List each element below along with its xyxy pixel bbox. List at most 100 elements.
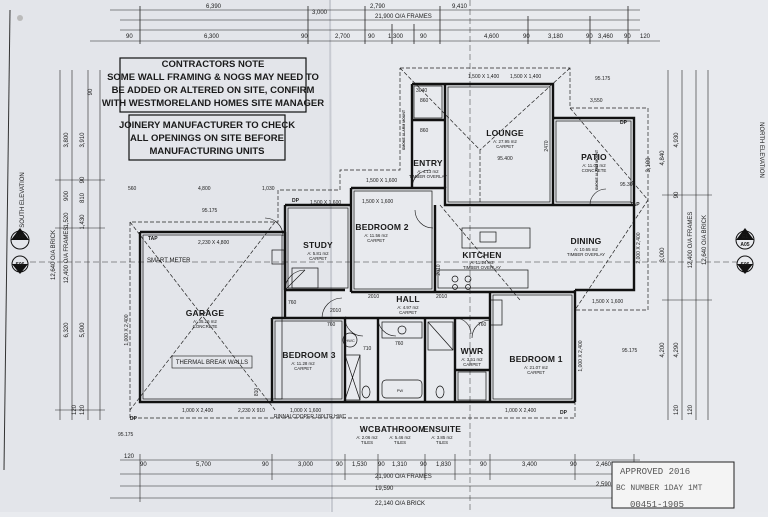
dp-study: DP — [292, 198, 300, 204]
south-elevation-label: SOUTH ELEVATION — [20, 172, 26, 227]
window-tag-7: 2,230 X 910 — [238, 408, 265, 414]
room-garage-area: A: 35.26 m2 — [193, 319, 217, 324]
stamp-line-3: 00451-1905 — [630, 500, 684, 510]
door-tag-14: 2470 — [544, 140, 550, 151]
left-dim-6320: 6,320 — [64, 322, 70, 338]
bottom-dim-8: 1,310 — [392, 462, 408, 468]
north-elevation-label: NORTH ELEVATION — [758, 122, 764, 178]
room-bedroom1: BEDROOM 1 A: 21.07 m2 CARPET — [509, 354, 562, 375]
room-wwr-floor: CARPET — [463, 362, 481, 367]
door-swings — [264, 169, 607, 339]
room-bedroom2-floor: CARPET — [367, 238, 385, 243]
door-tag-8: 2010 — [436, 294, 447, 300]
door-tag-9: 2010 — [330, 308, 341, 314]
top-dim-r3-6: 90 — [420, 34, 427, 40]
north-elevation-marker: NORTH ELEVATION E1 A05 S06 — [735, 122, 764, 274]
top-dim-r3-12: 90 — [624, 34, 631, 40]
window-tag-4: 1,500 X 1,600 — [310, 200, 341, 206]
top-dim-r3-11: 3,460 — [598, 34, 614, 40]
left-dimensions — [55, 70, 105, 420]
room-lounge: LOUNGE A: 27.95 m2 CARPET — [486, 128, 523, 149]
room-wc-name: WC — [360, 424, 375, 434]
right-dim-120b: 120 — [688, 404, 694, 415]
window-tag-18: 1,000 X 2,400 — [505, 408, 536, 414]
room-entry-area: A: 4.13 m2 — [417, 169, 439, 174]
room-bedroom2-area: A: 11.56 m2 — [364, 233, 388, 238]
hwc-short-label: HWC — [345, 338, 355, 343]
room-bathroom-area: A: 5.46 m2 — [389, 435, 411, 440]
room-bedroom1-floor: CARPET — [527, 370, 545, 375]
wwr-shelving — [457, 371, 487, 401]
wc-toilet — [361, 385, 371, 399]
bottom-dim-frames: 21,900 O/A FRAMES — [375, 474, 432, 480]
opening-tags: 1,500 X 1,400 1,500 X 1,400 1,500 X 1,60… — [124, 74, 642, 414]
window-tag-1: 1,500 X 1,400 — [468, 74, 499, 80]
stamp-line-2: BC NUMBER 1DAY 1MT — [616, 484, 703, 493]
top-dim-r3-1: 6,300 — [204, 34, 220, 40]
dp-patio: DP — [620, 120, 628, 126]
room-hall-area: A: 4.97 m2 — [397, 305, 419, 310]
right-dim-4930: 4,930 — [674, 132, 680, 148]
room-dining-name: DINING — [571, 236, 602, 246]
top-dim-frames: 21,900 O/A FRAMES — [375, 14, 432, 20]
bottom-dim-brick: 22,140 O/A BRICK — [375, 501, 425, 507]
right-dim-4200: 4,200 — [660, 342, 666, 358]
a06-tag: A06 — [15, 234, 24, 240]
room-kitchen-area: A: 11.24 m2 — [470, 260, 494, 265]
stamp-prefix: 2,590 — [596, 482, 612, 488]
s06-right-tag: S06 — [741, 262, 750, 268]
window-tag-9: 1,500 X 1,600 — [592, 299, 623, 305]
window-tag-8: 1,000 X 1,600 — [290, 408, 321, 414]
room-bedroom3-name: BEDROOM 3 — [282, 350, 335, 360]
room-patio-area: A: 11.01 m2 — [582, 163, 606, 168]
hwc-label: RINNAI COOPER 180LTR HWC — [274, 414, 347, 420]
level-1: 95.175 — [202, 208, 218, 214]
window-tag-3: 1,500 X 1,600 — [366, 178, 397, 184]
level-6: 95.175 — [118, 432, 134, 438]
room-bedroom2: BEDROOM 2 A: 11.56 m2 CARPET — [355, 222, 408, 243]
room-wwr-name: WWR — [461, 346, 484, 356]
room-wc-area: A: 2.06 m2 — [356, 435, 378, 440]
room-bedroom1-name: BEDROOM 1 — [509, 354, 562, 364]
door-tag-10: 810 — [254, 388, 260, 397]
window-tag-10: 1,000 X 2,400 — [182, 408, 213, 414]
ensuite-toilet — [435, 385, 445, 399]
binding-marks — [3, 9, 23, 471]
smart-meter-box — [271, 249, 285, 265]
room-wc: WC A: 2.06 m2 TILES — [356, 424, 378, 445]
door-tag-3: 760 — [395, 341, 404, 347]
bottom-dim-6: 1,530 — [352, 462, 368, 468]
window-tag-11: 2,000 X 2,400 — [636, 232, 642, 263]
window-tag-17: 1,500 X 1,600 — [362, 199, 393, 205]
window-tag-16: 1,030 — [262, 186, 275, 192]
left-dim-text: 12,640 O/A BRICK 12,400 O/A FRAMES 3,800… — [51, 88, 94, 415]
window-tag-6: 1,000 X 2,400 — [124, 314, 130, 345]
bottom-dim-0: 120 — [124, 454, 135, 460]
joinery-note-line-3: MANUFACTURING UNITS — [149, 146, 264, 157]
room-kitchen: KITCHEN A: 11.24 m2 TIMBER OVERLAY — [462, 250, 501, 270]
left-dim-120a: 120 — [80, 404, 86, 415]
paper-fold — [329, 0, 333, 513]
room-ensuite-floor: TILES — [436, 440, 448, 445]
top-dimensions — [90, 6, 660, 44]
left-dim-brick: 12,640 O/A BRICK — [51, 230, 57, 280]
bottom-dim-1: 90 — [140, 462, 147, 468]
dp-bedroom1: DP — [560, 410, 568, 416]
hwc-cylinder — [342, 332, 358, 348]
window-tag-13: 3,550 — [590, 98, 603, 104]
bottom-dim-14: 2,460 — [596, 462, 612, 468]
level-marks: 95.175 95.175 95.400 95.300 95.175 95.17… — [118, 76, 638, 438]
room-lounge-area: A: 27.95 m2 — [493, 139, 517, 144]
grid-lines — [30, 0, 738, 512]
right-dim-90: 90 — [674, 191, 680, 198]
door-tag-11: 860 — [420, 128, 429, 134]
bottom-dim-9: 90 — [420, 462, 427, 468]
room-hall-name: HALL — [396, 294, 419, 304]
door-tag-2: 760 — [327, 322, 336, 328]
contractors-note-line-2: BE ADDED OR ALTERED ON SITE, CONFIRM — [112, 85, 315, 96]
room-patio-floor: CONCRETE — [582, 168, 607, 173]
left-dim-900: 900 — [64, 190, 70, 201]
bottom-dim-3: 90 — [262, 462, 269, 468]
window-tag-2: 1,500 X 1,400 — [510, 74, 541, 80]
